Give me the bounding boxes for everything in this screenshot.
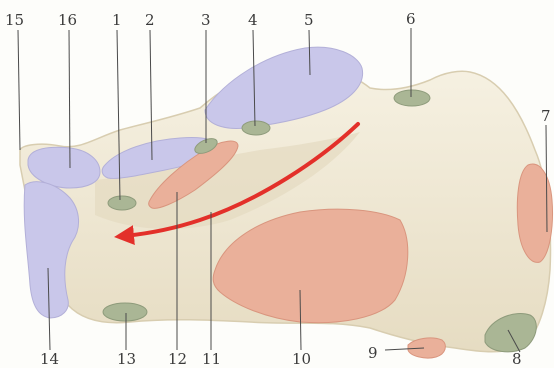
label-7: 7 — [541, 107, 551, 125]
label-2: 2 — [145, 11, 155, 29]
label-3: 3 — [201, 11, 211, 29]
label-8: 8 — [512, 350, 522, 368]
label-11: 11 — [202, 350, 221, 368]
muscle-area-9 — [408, 338, 445, 358]
label-10: 10 — [292, 350, 311, 368]
ligament-area-13 — [103, 303, 147, 321]
label-5: 5 — [304, 11, 314, 29]
label-9: 9 — [368, 344, 378, 362]
ligament-area-1 — [108, 196, 136, 210]
leader-15 — [18, 30, 20, 150]
label-14: 14 — [40, 350, 59, 368]
ligament-area-4 — [242, 121, 270, 135]
label-13: 13 — [117, 350, 136, 368]
label-1: 1 — [112, 11, 122, 29]
label-4: 4 — [248, 11, 258, 29]
label-15: 15 — [5, 11, 24, 29]
ligament-area-6 — [394, 90, 430, 106]
label-16: 16 — [58, 11, 77, 29]
label-6: 6 — [406, 10, 416, 28]
label-12: 12 — [168, 350, 187, 368]
